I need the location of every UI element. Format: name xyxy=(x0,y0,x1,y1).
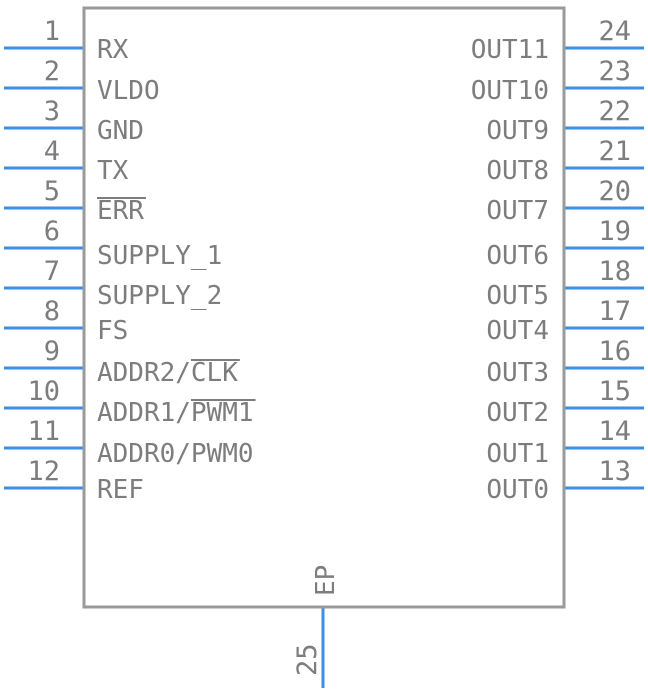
pin-13-number: 13 xyxy=(598,456,631,487)
pin-15-number: 15 xyxy=(598,376,631,407)
pin-10-label-inverted: PWM1 xyxy=(191,398,254,428)
pin-12-number: 12 xyxy=(27,456,60,487)
pin-1-number: 1 xyxy=(44,16,60,47)
pin-23-number: 23 xyxy=(598,56,631,87)
pin-8-number: 8 xyxy=(44,296,60,327)
pins-layer xyxy=(4,46,644,688)
pin-3-label: GND xyxy=(97,116,144,146)
pin-15-label: OUT2 xyxy=(486,398,549,428)
pin-10-label: ADDR1/ xyxy=(97,398,191,428)
pin-19-label: OUT6 xyxy=(486,241,549,271)
ic-body xyxy=(82,6,566,609)
pin-5-label-inverted: ERR xyxy=(97,196,144,226)
pin-9-label-inverted: CLK xyxy=(191,358,238,388)
pin-22-number: 22 xyxy=(598,96,631,127)
pin-3-number: 3 xyxy=(44,96,60,127)
pin-18-label: OUT5 xyxy=(486,281,549,311)
pin-21-label: OUT8 xyxy=(486,156,549,186)
pin-2-label: VLDO xyxy=(97,76,160,106)
pin-20-number: 20 xyxy=(598,176,631,207)
pin-13-label: OUT0 xyxy=(486,475,549,505)
pin-20-label: OUT7 xyxy=(486,196,549,226)
pin-12-label: REF xyxy=(97,475,144,505)
pin-16-number: 16 xyxy=(598,336,631,367)
pin-4-label: TX xyxy=(97,156,129,186)
pin-17-number: 17 xyxy=(598,296,631,327)
pin-7-label: SUPPLY_2 xyxy=(97,281,222,311)
pin-11-number: 11 xyxy=(27,416,60,447)
pin-24-label: OUT11 xyxy=(471,35,549,65)
pin-25-number: 25 xyxy=(292,643,323,676)
pin-5-number: 5 xyxy=(44,176,60,207)
pin-22-label: OUT9 xyxy=(486,116,549,146)
pin-10-number: 10 xyxy=(27,376,60,407)
pin-8-label: FS xyxy=(97,316,128,346)
pin-1-label: RX xyxy=(97,35,129,65)
pin-11-label: ADDR0/PWM0 xyxy=(97,439,254,469)
pin-9-number: 9 xyxy=(44,336,60,367)
pin-19-number: 19 xyxy=(598,216,631,247)
pin-18-number: 18 xyxy=(598,256,631,287)
pin-17-label: OUT4 xyxy=(486,316,549,346)
pin-7-number: 7 xyxy=(44,256,60,287)
pin-16-label: OUT3 xyxy=(486,358,549,388)
pin-9-label: ADDR2/ xyxy=(97,358,191,388)
pin-21-number: 21 xyxy=(598,136,631,167)
pin-14-label: OUT1 xyxy=(486,439,549,469)
pin-6-number: 6 xyxy=(44,216,60,247)
pin-24-number: 24 xyxy=(598,16,631,47)
pin-4-number: 4 xyxy=(44,136,60,167)
pin-6-label: SUPPLY_1 xyxy=(97,241,222,271)
pin-25-label: EP xyxy=(311,565,341,596)
pin-2-number: 2 xyxy=(44,56,60,87)
pin-14-number: 14 xyxy=(598,416,631,447)
pin-23-label: OUT10 xyxy=(471,76,549,106)
